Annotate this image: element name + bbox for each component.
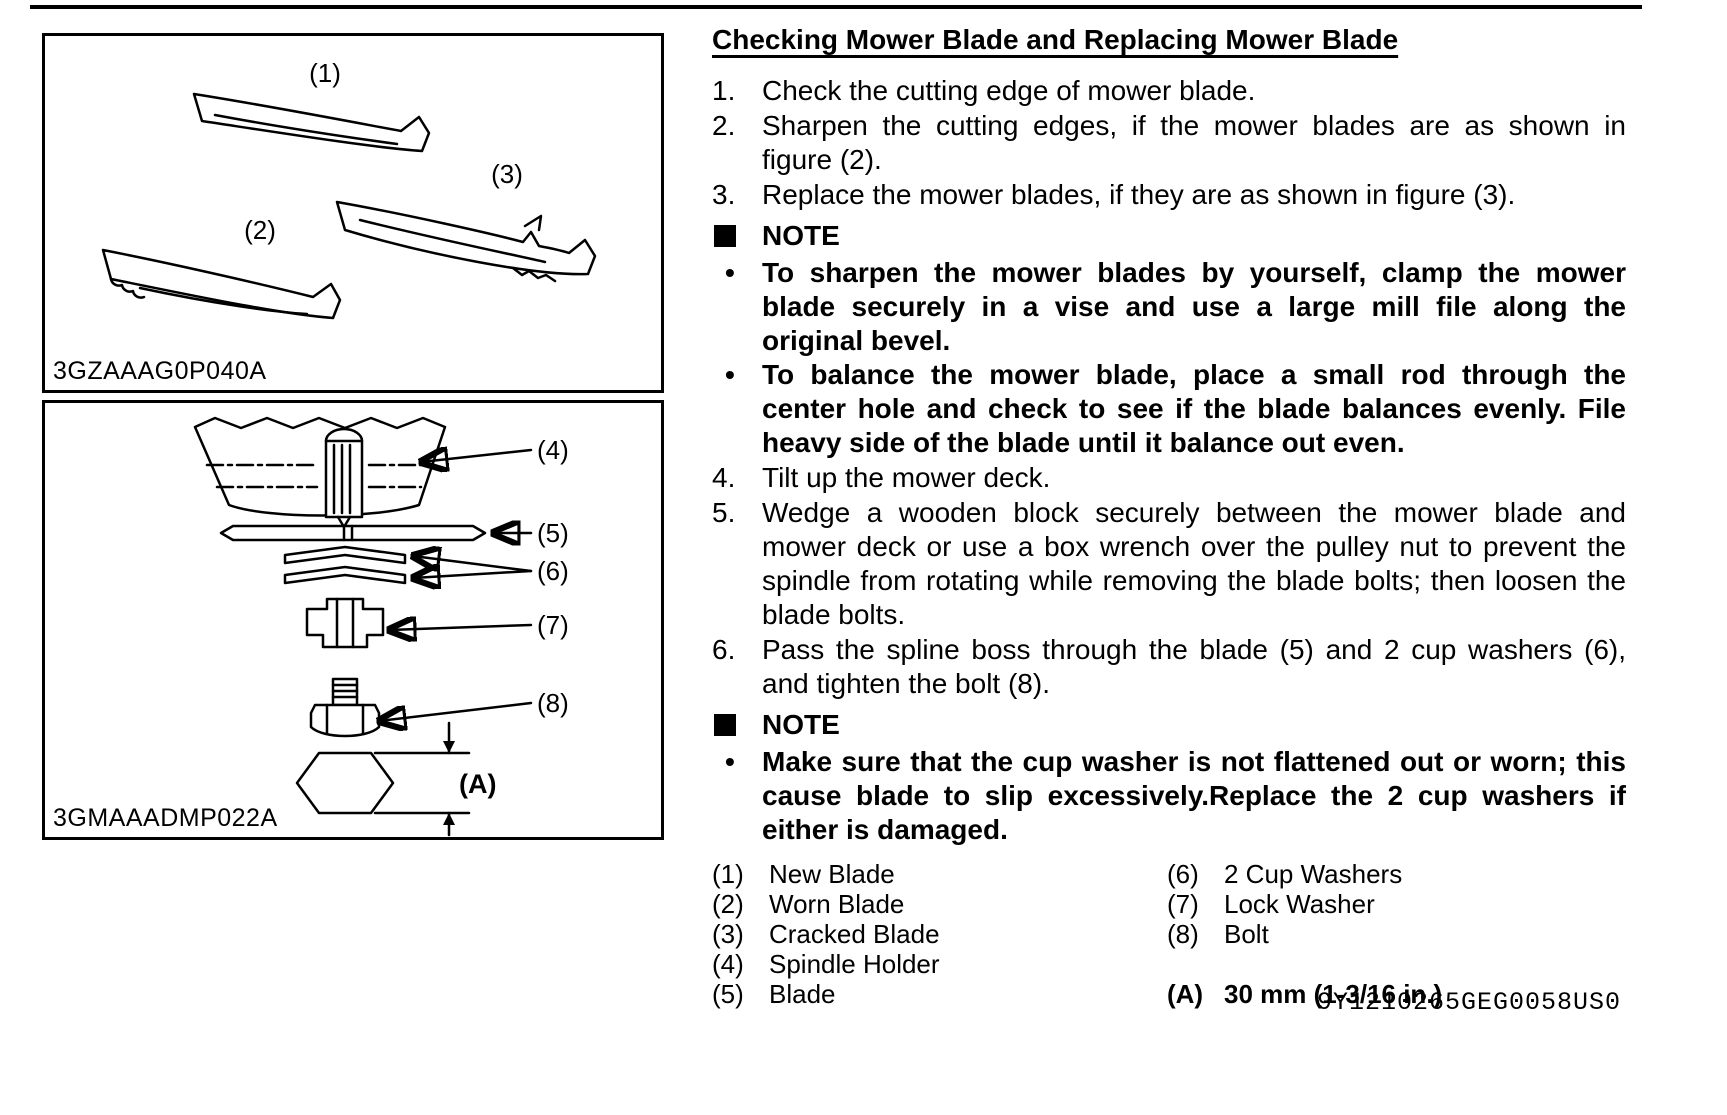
legend-text: Spindle Holder <box>769 949 940 979</box>
legend-item: (2) Worn Blade <box>712 889 1167 919</box>
step-1: 1. Check the cutting edge of mower blade… <box>712 74 1626 108</box>
legend-text: Blade <box>769 979 836 1009</box>
note-label: NOTE <box>762 709 840 740</box>
figure-caption: 3GMAAADMP022A <box>53 804 278 832</box>
note-bullet: • To sharpen the mower blades by yoursel… <box>712 256 1626 358</box>
step-3: 3. Replace the mower blades, if they are… <box>712 178 1626 212</box>
step-number: 5. <box>712 497 736 528</box>
blade-conditions-drawing: (1) (2) (3) <box>101 58 597 320</box>
legend-item: (3) Cracked Blade <box>712 919 1167 949</box>
step-number: 4. <box>712 462 736 493</box>
legend-text: Worn Blade <box>769 889 905 919</box>
legend-number: (6) <box>1167 859 1199 889</box>
figure-spindle-assembly: (4) (5) (6) (7) (8) (A) 3GMAAADMP022A <box>42 400 664 840</box>
note-square-icon <box>714 225 736 247</box>
leader-4 <box>421 450 533 462</box>
worn-blade-drawing <box>101 248 342 320</box>
legend-text: Cracked Blade <box>769 919 940 949</box>
note-text: To sharpen the mower blades by yourself,… <box>762 257 1626 356</box>
note-bullet: • Make sure that the cup washer is not f… <box>712 745 1626 847</box>
step-text: Replace the mower blades, if they are as… <box>762 179 1516 210</box>
note-square-icon <box>714 714 736 736</box>
step-number: 1. <box>712 75 736 106</box>
cup-washers-label: (6) <box>537 556 569 586</box>
note-text: To balance the mower blade, place a smal… <box>762 359 1626 458</box>
legend-item: (4) Spindle Holder <box>712 949 1167 979</box>
legend-number: (4) <box>712 949 744 979</box>
legend-text: Lock Washer <box>1224 889 1375 919</box>
legend-number: (1) <box>712 859 744 889</box>
legend-number: (7) <box>1167 889 1199 919</box>
legend-number: (3) <box>712 919 744 949</box>
step-number: 6. <box>712 634 736 665</box>
blade3-label: (3) <box>491 159 523 189</box>
legend-number: (8) <box>1167 919 1199 949</box>
legend-spacer <box>1167 949 1626 979</box>
figure-blade-conditions: (1) (2) (3) 3GZAAAG0P040A <box>42 33 664 393</box>
note-label: NOTE <box>762 220 840 251</box>
spindle-holder-label: (4) <box>537 435 569 465</box>
note-text: Make sure that the cup washer is not fla… <box>762 746 1626 845</box>
legend-item: (5) Blade <box>712 979 1167 1009</box>
new-blade-drawing <box>192 92 431 153</box>
step-text: Pass the spline boss through the blade (… <box>762 634 1626 699</box>
cup-washer-1-drawing <box>283 545 407 565</box>
legend-text: Bolt <box>1224 919 1269 949</box>
bullet-icon: • <box>725 257 735 288</box>
lock-washer-label: (7) <box>537 610 569 640</box>
blade-label: (5) <box>537 518 569 548</box>
legend-column-left: (1) New Blade (2) Worn Blade (3) Cracked… <box>712 859 1167 1009</box>
legend-number: (2) <box>712 889 744 919</box>
step-4: 4. Tilt up the mower deck. <box>712 461 1626 495</box>
bolt-head-drawing <box>309 703 381 738</box>
note-heading: NOTE <box>712 219 1626 253</box>
step-text: Check the cutting edge of mower blade. <box>762 75 1256 106</box>
dimension-a-label: (A) <box>459 769 496 799</box>
legend-item: (7) Lock Washer <box>1167 889 1626 919</box>
legend-item: (8) Bolt <box>1167 919 1626 949</box>
step-text: Wedge a wooden block securely between th… <box>762 497 1626 630</box>
section-title: Checking Mower Blade and Replacing Mower… <box>712 24 1399 55</box>
leader-6a <box>413 556 533 573</box>
cup-washer-2-drawing <box>283 565 407 585</box>
spline-shaft-drawing <box>324 439 364 519</box>
top-rule <box>30 5 1642 9</box>
legend-number: (5) <box>712 979 744 1009</box>
blade2-label: (2) <box>244 215 276 245</box>
spindle-assembly-drawing: (4) (5) (6) (7) (8) (A) <box>193 416 569 837</box>
bolt-label: (8) <box>537 688 569 718</box>
figure-caption: 3GZAAAG0P040A <box>53 357 267 385</box>
legend-dimension-item: (A) 30 mm (1-3/16 in.) <box>1167 979 1626 1009</box>
step-number: 3. <box>712 179 736 210</box>
step-5: 5. Wedge a wooden block securely between… <box>712 496 1626 632</box>
instructions-column: Checking Mower Blade and Replacing Mower… <box>712 22 1626 1009</box>
blade1-label: (1) <box>309 58 341 88</box>
document-code: 9Y1210265GEG0058US0 <box>1316 988 1621 1017</box>
parts-legend: (1) New Blade (2) Worn Blade (3) Cracked… <box>712 859 1626 1009</box>
spindle-holder-drawing <box>193 416 447 517</box>
legend-column-right: (6) 2 Cup Washers (7) Lock Washer (8) Bo… <box>1167 859 1626 1009</box>
bullet-icon: • <box>725 746 735 777</box>
bullet-icon: • <box>725 359 735 390</box>
step-6: 6. Pass the spline boss through the blad… <box>712 633 1626 701</box>
legend-item: (6) 2 Cup Washers <box>1167 859 1626 889</box>
lock-washer-drawing <box>305 597 385 649</box>
legend-item: (1) New Blade <box>712 859 1167 889</box>
leader-6b <box>413 571 533 578</box>
leader-7 <box>389 625 533 630</box>
legend-text: 2 Cup Washers <box>1224 859 1403 889</box>
note-heading: NOTE <box>712 708 1626 742</box>
step-number: 2. <box>712 110 736 141</box>
step-2: 2. Sharpen the cutting edges, if the mow… <box>712 109 1626 177</box>
hex-head-drawing <box>295 751 395 815</box>
note-bullet: • To balance the mower blade, place a sm… <box>712 358 1626 460</box>
leader-8 <box>379 701 533 721</box>
cracked-blade-drawing <box>335 200 597 276</box>
step-text: Tilt up the mower deck. <box>762 462 1051 493</box>
legend-text: 30 mm (1-3/16 in.) <box>1224 979 1443 1009</box>
step-text: Sharpen the cutting edges, if the mower … <box>762 110 1626 175</box>
legend-text: New Blade <box>769 859 895 889</box>
legend-number: (A) <box>1167 979 1204 1009</box>
